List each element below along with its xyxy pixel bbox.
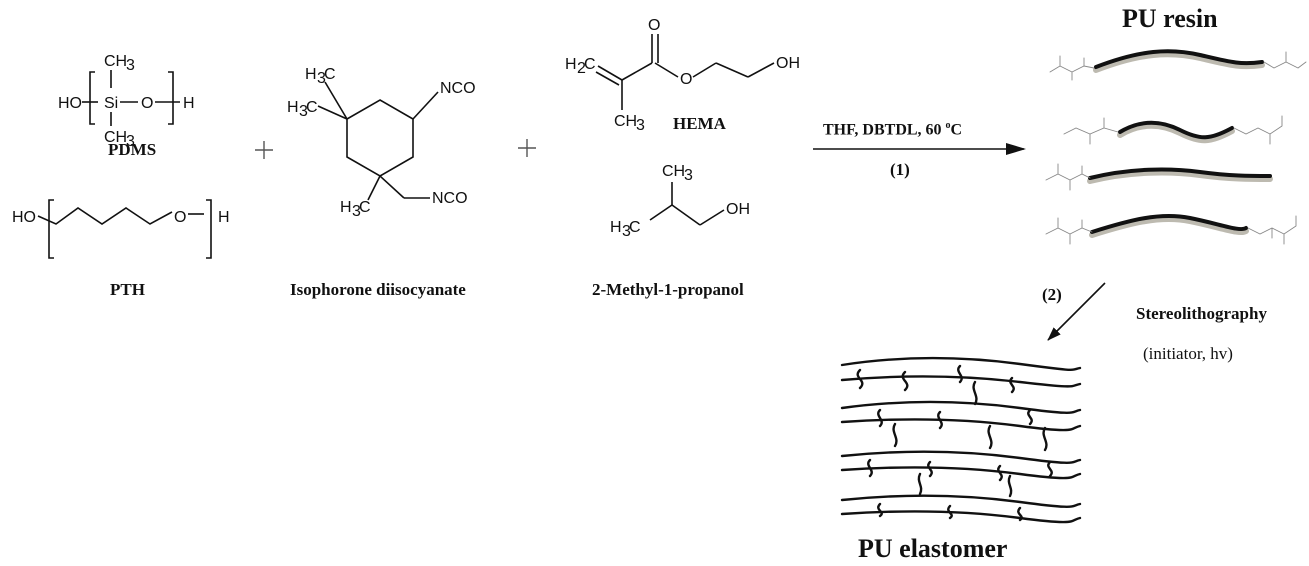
- pdms-label: PDMS: [108, 140, 157, 159]
- resin-chain: [1045, 214, 1297, 245]
- step1-number: (1): [890, 160, 910, 179]
- pth-structure: HO O H: [12, 199, 230, 259]
- svg-text:C: C: [306, 99, 318, 116]
- svg-text:C: C: [324, 66, 336, 83]
- pth-h: H: [218, 209, 230, 226]
- mp-h3c: H: [610, 219, 622, 236]
- pu-resin-chains: [1045, 49, 1307, 245]
- step2-method: Stereolithography: [1136, 304, 1267, 323]
- hema-ch3: CH: [614, 113, 637, 130]
- resin-chain: [1045, 163, 1273, 191]
- hema-label: HEMA: [673, 114, 726, 133]
- svg-text:3: 3: [352, 203, 361, 220]
- arrow-down-left-icon: [1047, 282, 1106, 341]
- svg-text:3: 3: [126, 57, 135, 74]
- svg-text:C: C: [584, 56, 596, 73]
- svg-text:3: 3: [636, 117, 645, 134]
- pdms-h: H: [183, 95, 195, 112]
- ipdi-nco-bottom: NCO: [432, 190, 468, 207]
- pdms-structure: HO Si O H CH 3 CH 3: [58, 53, 195, 150]
- pdms-ch3-bottom: CH: [104, 129, 127, 146]
- pdms-o: O: [141, 95, 153, 112]
- hema-o-carbonyl: O: [648, 17, 660, 34]
- pdms-si: Si: [104, 95, 118, 112]
- svg-text:3: 3: [299, 103, 308, 120]
- pth-ho: HO: [12, 209, 36, 226]
- ipdi-nco-top: NCO: [440, 80, 476, 97]
- ipdi-label: Isophorone diisocyanate: [290, 280, 466, 299]
- ipdi-structure: H 3 C H 3 C NCO H 3 C NCO: [287, 66, 476, 220]
- step1-conditions: THF, DBTDL, 60 oC: [823, 120, 963, 139]
- mp-oh: OH: [726, 201, 750, 218]
- methylpropanol-label: 2-Methyl-1-propanol: [592, 280, 744, 299]
- step2-number: (2): [1042, 285, 1062, 304]
- svg-text:3: 3: [126, 133, 135, 150]
- hema-oh: OH: [776, 55, 800, 72]
- resin-chain: [1063, 115, 1283, 145]
- svg-text:C: C: [359, 199, 371, 216]
- ipdi-h3c-top: H: [305, 66, 317, 83]
- svg-text:3: 3: [684, 167, 693, 184]
- step2-conditions: (initiator, hv): [1143, 344, 1233, 363]
- svg-text:C: C: [629, 219, 641, 236]
- pdms-ho: HO: [58, 95, 82, 112]
- pth-label: PTH: [110, 280, 145, 299]
- methylpropanol-structure: CH 3 H 3 C OH: [610, 163, 750, 240]
- pu-resin-title: PU resin: [1122, 4, 1218, 33]
- svg-text:3: 3: [317, 70, 326, 87]
- hema-structure: H 2 C CH 3 O O OH: [565, 17, 800, 134]
- plus-signs: [255, 139, 536, 159]
- pdms-ch3-top: CH: [104, 53, 127, 70]
- ipdi-h3c-bottom: H: [340, 199, 352, 216]
- hema-h2c: H: [565, 56, 577, 73]
- svg-text:2: 2: [577, 60, 586, 77]
- mp-ch3: CH: [662, 163, 685, 180]
- ipdi-h3c-left: H: [287, 99, 299, 116]
- pth-o: O: [174, 209, 186, 226]
- hema-o-ester: O: [680, 71, 692, 88]
- pu-elastomer-network: [840, 356, 1082, 524]
- svg-text:3: 3: [622, 223, 631, 240]
- pu-elastomer-title: PU elastomer: [858, 534, 1008, 563]
- resin-chain: [1049, 49, 1307, 81]
